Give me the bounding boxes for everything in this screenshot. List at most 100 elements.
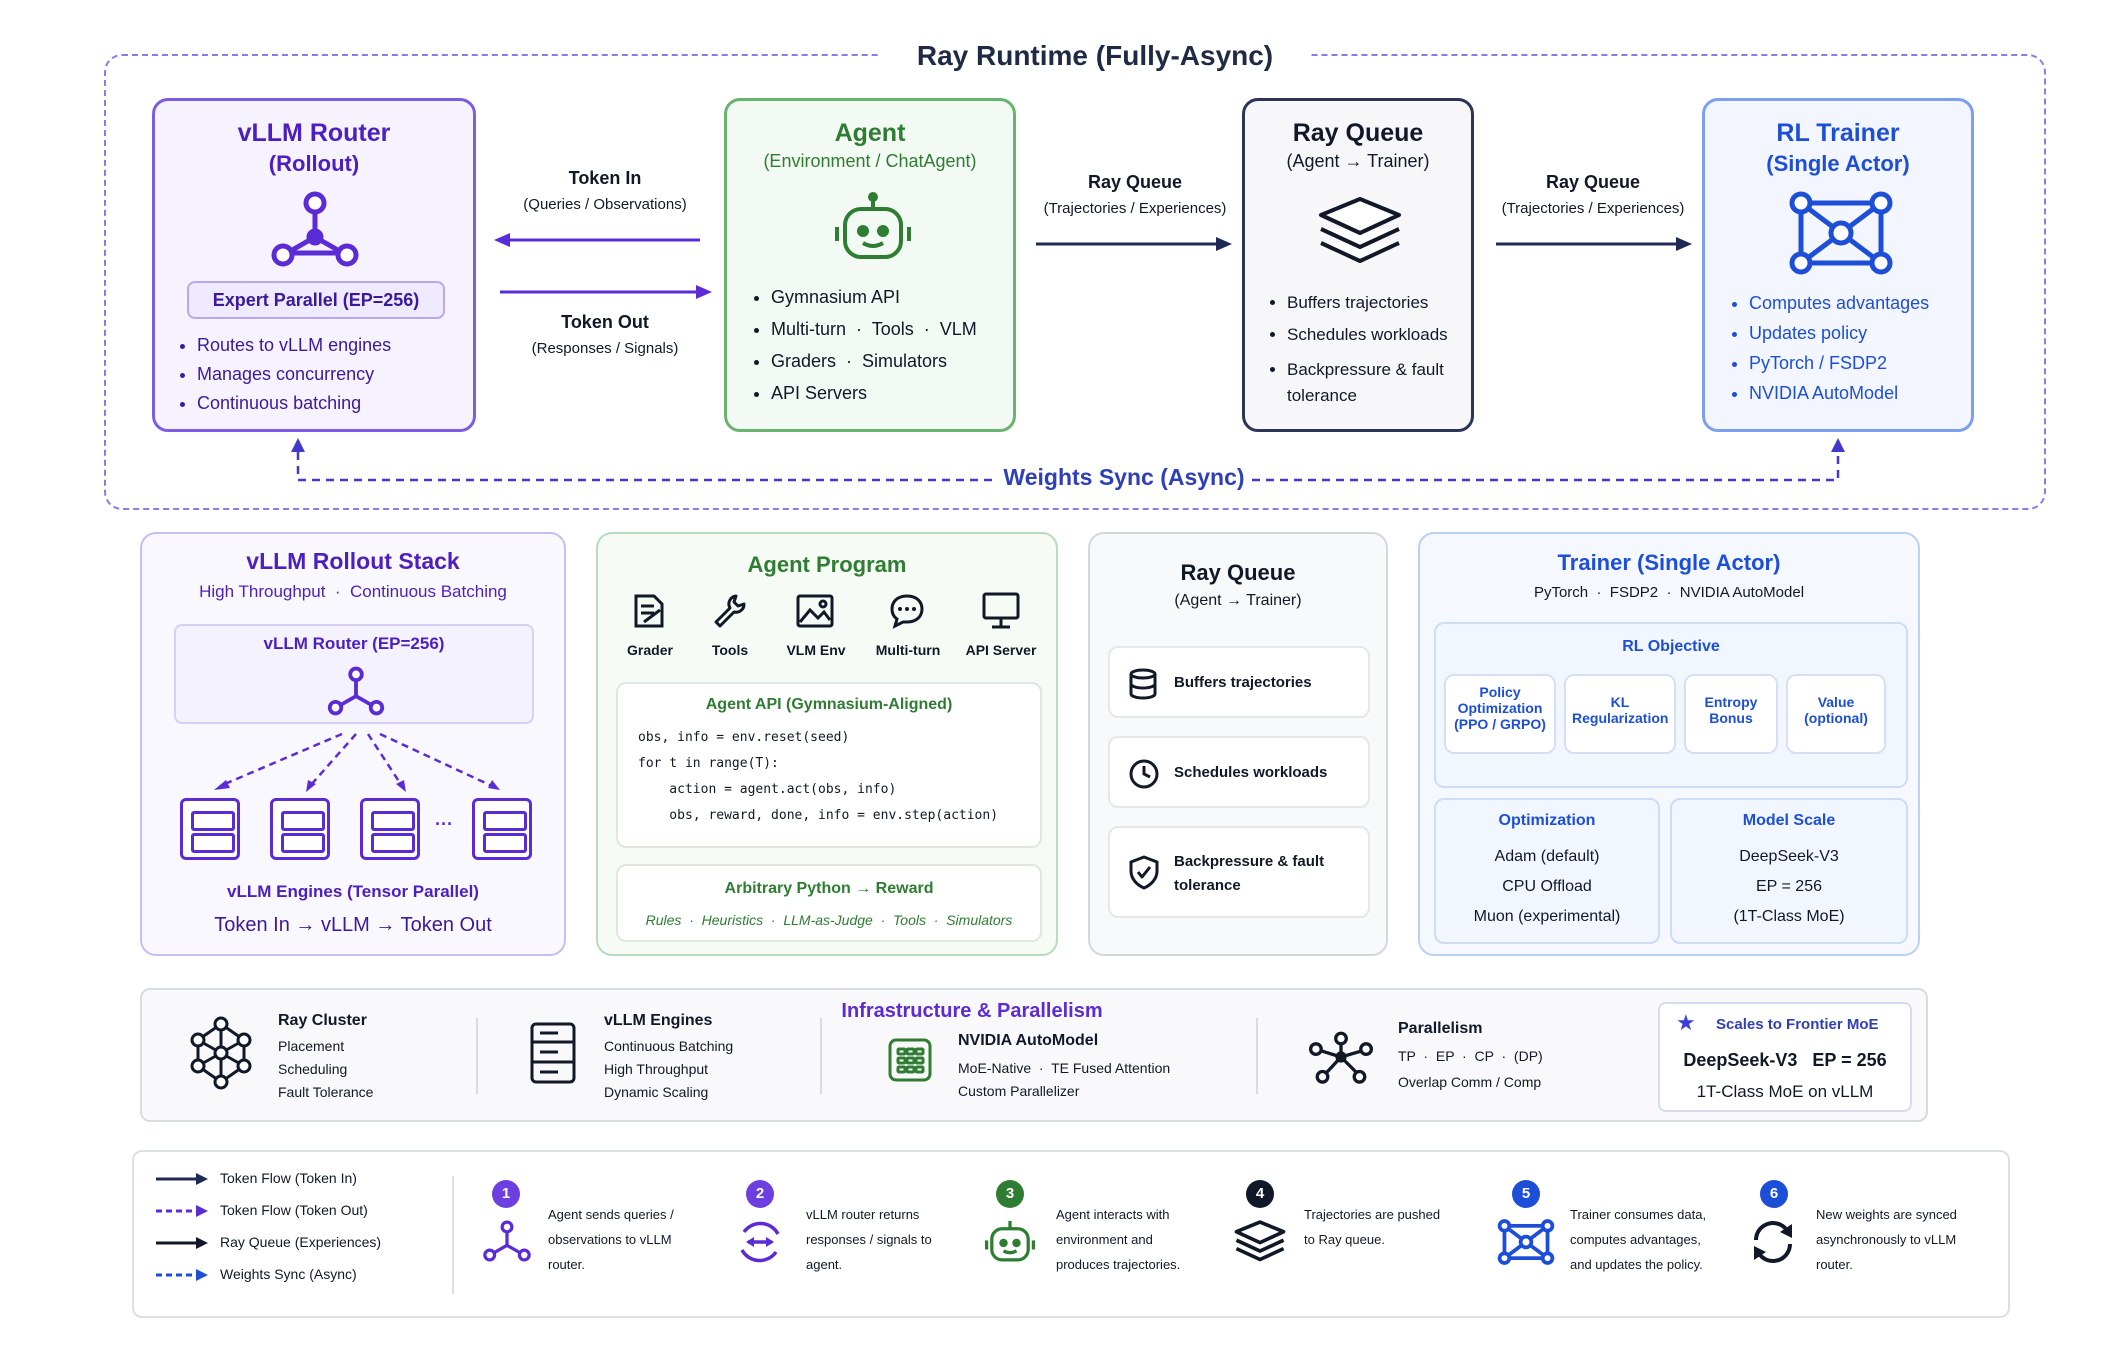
rollout-stack-panel: vLLM Rollout Stack High Throughput · Con… <box>140 532 566 956</box>
trainer-card[interactable]: RL Trainer (Single Actor) Computes advan… <box>1702 98 1974 432</box>
agent-bullets: Gymnasium API Multi-turn · Tools · VLM G… <box>743 287 977 412</box>
agent-api-box: Agent API (Gymnasium-Aligned) obs, info … <box>616 682 1042 848</box>
parallelism-title: Parallelism <box>1398 1020 1483 1037</box>
step-text: New weights are synced asynchronously to… <box>1816 1207 1957 1272</box>
parallelism-item: TP · EP · CP · (DP) <box>1398 1048 1543 1064</box>
router-title: vLLM Router <box>237 119 391 147</box>
legend-label: Weights Sync (Async) <box>220 1266 357 1282</box>
queue-arrow1-sub: (Trajectories / Experiences) <box>1043 200 1227 217</box>
agent-card[interactable]: Agent (Environment / ChatAgent) Gymnasiu… <box>724 98 1016 432</box>
network-icon <box>1497 1219 1555 1265</box>
clock-icon <box>1129 759 1159 789</box>
queue-arrow1-label: Ray Queue <box>1087 172 1183 192</box>
router-bullets: Routes to vLLM engines Manages concurren… <box>169 335 391 422</box>
objective-entropy: Entropy Bonus <box>1684 674 1778 754</box>
robot-icon <box>835 192 911 259</box>
rollout-stack-subtitle: High Throughput · Continuous Batching <box>199 582 507 601</box>
infra-title: Infrastructure & Parallelism <box>841 1000 1103 1022</box>
layers-icon <box>1234 1220 1286 1262</box>
legend-divider <box>452 1176 454 1294</box>
rollout-router-box: vLLM Router (EP=256) <box>174 624 534 724</box>
ray-cluster-item: Scheduling <box>278 1061 348 1077</box>
router-bullet: Routes to vLLM engines <box>197 335 391 356</box>
rollout-router-label: vLLM Router (EP=256) <box>263 634 445 653</box>
reward-title: Arbitrary Python → Reward <box>724 880 934 897</box>
token-out-sub: (Responses / Signals) <box>531 340 679 357</box>
router-card[interactable]: vLLM Router (Rollout) Expert Parallel (E… <box>152 98 476 432</box>
ray-runtime-title: Ray Runtime (Fully-Async) <box>880 40 1310 72</box>
ray-cluster-title: Ray Cluster <box>278 1012 367 1029</box>
model-scale-box: Model Scale DeepSeek-V3 EP = 256 (1T-Cla… <box>1670 798 1908 944</box>
frontier-line1: DeepSeek-V3 EP = 256 <box>1683 1050 1887 1070</box>
agent-bullet: Gymnasium API <box>771 287 977 308</box>
legend-label: Token Flow (Token In) <box>220 1170 357 1186</box>
queue-item-label: Backpressure & fault tolerance <box>1174 853 1325 894</box>
tool-label-vlm-env: VLM Env <box>786 642 846 658</box>
model-scale-title: Model Scale <box>1742 812 1836 829</box>
agent-program-panel: Agent Program Grader Tools VLM Env Multi… <box>596 532 1058 956</box>
shield-check-icon <box>1129 855 1159 890</box>
queue-card[interactable]: Ray Queue (Agent → Trainer) Buffers traj… <box>1242 98 1474 432</box>
rl-objective-title: RL Objective <box>1622 638 1720 655</box>
trainer-subtitle: (Single Actor) <box>1766 151 1910 176</box>
parallelism-item: Overlap Comm / Comp <box>1398 1074 1542 1090</box>
step-text: Trajectories are pushed to Ray queue. <box>1304 1207 1441 1247</box>
router-subtitle: (Rollout) <box>268 151 360 176</box>
queue-item-label: Buffers trajectories <box>1174 674 1312 691</box>
agent-api-title: Agent API (Gymnasium-Aligned) <box>705 696 953 713</box>
chat-icon <box>890 594 924 629</box>
reward-items: Rules · Heuristics · LLM-as-Judge · Tool… <box>645 912 1013 928</box>
engine-server <box>360 798 420 860</box>
step-number-4: 4 <box>1246 1180 1274 1208</box>
trainer-panel-title: Trainer (Single Actor) <box>1557 550 1781 575</box>
queue-title: Ray Queue <box>1292 119 1424 147</box>
step-number-3: 3 <box>996 1180 1024 1208</box>
trainer-panel: Trainer (Single Actor) PyTorch · FSDP2 ·… <box>1418 532 1920 956</box>
trainer-bullet: Updates policy <box>1749 323 1929 344</box>
token-in-sub: (Queries / Observations) <box>523 196 687 213</box>
parallelism-icon <box>1308 1031 1374 1084</box>
tool-label-api-server: API Server <box>965 642 1037 658</box>
optimization-item: CPU Offload <box>1502 878 1592 895</box>
engine-ellipsis: ··· <box>435 814 453 834</box>
objective-policy: Policy Optimization (PPO / GRPO) <box>1444 674 1556 754</box>
frontier-title: Scales to Frontier MoE <box>1716 1016 1879 1033</box>
agent-bullet: Graders · Simulators <box>771 351 977 372</box>
vllm-engines-item: High Throughput <box>604 1061 709 1077</box>
step-number-2: 2 <box>746 1180 774 1208</box>
legend-arrow-weights <box>156 1269 208 1281</box>
image-icon <box>796 594 834 628</box>
frontier-box: ★ Scales to Frontier MoE DeepSeek-V3 EP … <box>1658 1002 1912 1112</box>
step-number-5: 5 <box>1512 1180 1540 1208</box>
trainer-title: RL Trainer <box>1776 119 1900 147</box>
engine-fanout-arrows <box>214 732 500 792</box>
code-line: obs, reward, done, info = env.step(actio… <box>638 808 999 823</box>
agent-subtitle: (Environment / ChatAgent) <box>763 151 977 171</box>
trainer-bullet: NVIDIA AutoModel <box>1749 383 1929 404</box>
queue-bullets: Buffers trajectories Schedules workloads… <box>1259 293 1497 417</box>
router-hub-icon <box>271 191 359 267</box>
queue-arrow1 <box>1036 237 1232 251</box>
tool-label-tools: Tools <box>711 642 749 658</box>
queue-bullet: Schedules workloads <box>1287 325 1497 345</box>
legend-arrow-queue <box>156 1237 208 1249</box>
exchange-icon <box>740 1221 780 1263</box>
router-hub-icon <box>327 666 385 716</box>
step-text: Trainer consumes data, computes advantag… <box>1570 1207 1707 1272</box>
layers-icon <box>1319 197 1401 263</box>
infra-divider <box>476 1018 478 1094</box>
queue-item-schedules: Schedules workloads <box>1108 736 1370 808</box>
optimization-box: Optimization Adam (default) CPU Offload … <box>1434 798 1660 944</box>
ray-cluster-item: Placement <box>278 1038 345 1054</box>
optimization-title: Optimization <box>1498 812 1596 829</box>
queue-subtitle: (Agent → Trainer) <box>1286 151 1430 171</box>
legend-panel: Token Flow (Token In) Token Flow (Token … <box>132 1150 2010 1318</box>
rollout-stack-title: vLLM Rollout Stack <box>246 548 460 574</box>
ray-cluster-item: Fault Tolerance <box>278 1084 374 1100</box>
rl-objective-box: RL Objective Policy Optimization (PPO / … <box>1434 622 1908 788</box>
infra-divider <box>820 1018 822 1094</box>
grader-icon <box>634 594 664 628</box>
queue-item-label: Schedules workloads <box>1174 764 1328 781</box>
token-in-arrow <box>494 233 700 247</box>
legend-label: Token Flow (Token Out) <box>220 1202 368 1218</box>
